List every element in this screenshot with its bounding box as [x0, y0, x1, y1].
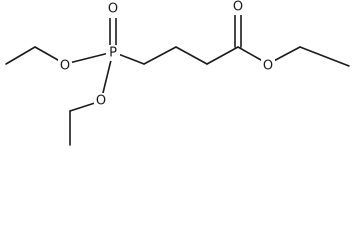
upper-ester-oxygen-label: O	[60, 59, 70, 74]
bond-c2-c3	[175, 46, 208, 65]
carbonyl-oxygen-atom: O	[231, 0, 245, 15]
lower-ester-oxygen-label: O	[96, 94, 106, 109]
phosphoryl-oxygen-label: O	[108, 2, 118, 17]
carboxylate-oxygen-label: O	[263, 59, 273, 74]
phosphoryl-oxygen-atom: O	[106, 2, 120, 18]
phosphorus-atom: P	[106, 45, 120, 61]
upper-ester-oxygen-atom: O	[58, 58, 72, 74]
phosphorus-label: P	[109, 46, 117, 61]
lower-ester-oxygen-atom: O	[94, 93, 108, 109]
bond-upper-o-p	[64, 51, 114, 65]
atom-label-layer: O P O O O O	[58, 0, 275, 109]
bond-upper-ethyl-cc	[5, 46, 36, 65]
carbonyl-oxygen-label: O	[233, 0, 243, 15]
bond-c1-c2	[143, 46, 177, 65]
bond-ester-ch2-ch3	[299, 46, 350, 67]
carboxylate-oxygen-atom: O	[261, 58, 275, 74]
chemical-structure-diagram: O P O O O O	[5, 0, 350, 146]
bond-c3-c4	[206, 46, 239, 65]
bond-layer	[5, 11, 350, 146]
